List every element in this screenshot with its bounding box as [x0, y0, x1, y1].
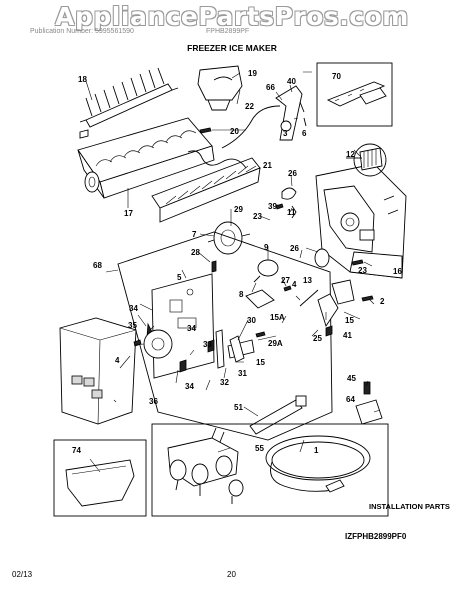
callout-15b: 15 [345, 316, 354, 325]
footer-page-number: 20 [227, 570, 236, 579]
harness-icon [221, 85, 307, 149]
installation-parts-label: INSTALLATION PARTS [369, 502, 450, 511]
callout-70: 70 [332, 72, 341, 81]
water-valve-icon [167, 427, 244, 504]
callout-45: 45 [347, 374, 356, 383]
shield-21 [151, 150, 261, 223]
callout-22: 22 [245, 102, 254, 111]
screw-20 [199, 127, 212, 134]
callout-17: 17 [124, 209, 133, 218]
callout-34a: 34 [129, 304, 138, 313]
page-title: FREEZER ICE MAKER [187, 43, 277, 53]
callout-28: 28 [191, 248, 200, 257]
callout-15c: 15 [256, 358, 265, 367]
callout-26a: 26 [288, 169, 297, 178]
callout-29a: 29A [268, 339, 283, 348]
callout-18: 18 [78, 75, 87, 84]
publication-number: Publication Number: 5995561590 [30, 28, 134, 35]
motor-icon [207, 221, 251, 273]
callout-29: 29 [234, 205, 243, 214]
callout-20: 20 [230, 127, 239, 136]
callout-66: 66 [266, 83, 275, 92]
callout-15a: 15A [270, 313, 285, 322]
callout-39: 39 [268, 202, 277, 211]
callout-21: 21 [263, 161, 272, 170]
callout-33: 33 [203, 340, 212, 349]
callout-12: 12 [346, 150, 355, 159]
callout-32: 32 [220, 378, 229, 387]
callout-41: 41 [343, 331, 352, 340]
callout-1: 1 [314, 446, 319, 455]
watermark: AppliancePartsPros.com [55, 2, 409, 31]
fill-cup-icon [197, 65, 243, 111]
water-line-icon [265, 435, 371, 493]
callout-4b: 4 [115, 356, 120, 365]
callout-40: 40 [287, 77, 296, 86]
callout-6: 6 [302, 129, 307, 138]
water-fitting-51 [249, 381, 383, 435]
switch-parts [245, 248, 330, 309]
callout-16: 16 [393, 267, 402, 276]
installation-parts-box [151, 423, 389, 517]
callout-9: 9 [264, 243, 269, 252]
ice-bucket-icon [53, 439, 147, 517]
callout-13: 13 [303, 276, 312, 285]
callout-64: 64 [346, 395, 355, 404]
callout-74: 74 [72, 446, 81, 455]
leader-lines [85, 71, 381, 473]
callout-labels: 1 2 3 4 4 5 6 7 8 9 11 12 13 15A 15 15 1… [72, 69, 402, 455]
callout-31: 31 [238, 369, 247, 378]
callout-11: 11 [287, 208, 296, 217]
model-number: FPHB2899PF [206, 28, 250, 35]
footer-date: 02/13 [12, 570, 33, 579]
callout-23b: 23 [358, 266, 367, 275]
callout-55: 55 [255, 444, 264, 453]
diagram-code: IZFPHB2899PF0 [345, 532, 407, 541]
callout-34b: 34 [187, 324, 196, 333]
callout-5: 5 [177, 273, 182, 282]
callout-27: 27 [281, 276, 290, 285]
callout-25: 25 [313, 334, 322, 343]
callout-3: 3 [283, 129, 288, 138]
gear-35 [133, 329, 173, 359]
callout-8: 8 [239, 290, 244, 299]
arm-parts [299, 259, 374, 337]
cover-36 [59, 317, 137, 425]
ice-mold-icon [77, 117, 215, 199]
lever-parts [179, 329, 266, 373]
callout-36: 36 [149, 397, 158, 406]
callout-68: 68 [93, 261, 102, 270]
control-box-icon [315, 143, 407, 279]
ejector-icon [79, 67, 179, 128]
callout-26b: 26 [290, 244, 299, 253]
callout-51: 51 [234, 403, 243, 412]
callout-35: 35 [128, 321, 137, 330]
callout-7: 7 [192, 230, 197, 239]
callout-19: 19 [248, 69, 257, 78]
small-parts-cluster [275, 187, 297, 219]
callout-30: 30 [247, 316, 256, 325]
callout-23a: 23 [253, 212, 262, 221]
callout-2: 2 [380, 297, 385, 306]
callout-34c: 34 [185, 382, 194, 391]
callout-4a: 4 [292, 280, 297, 289]
inset-box-70 [316, 62, 393, 127]
